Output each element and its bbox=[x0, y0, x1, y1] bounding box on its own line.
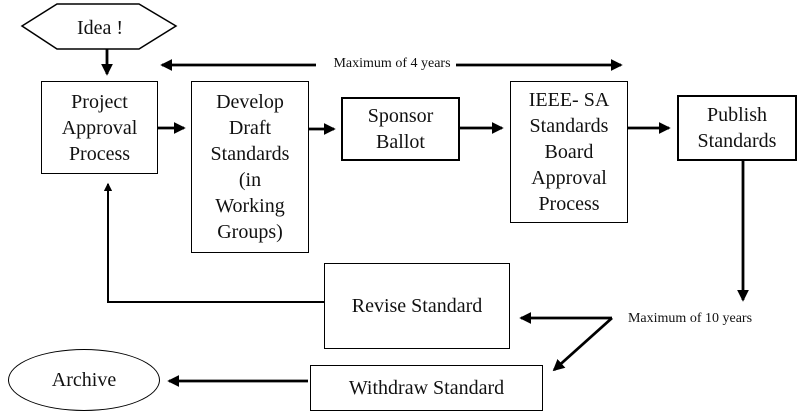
node-label-line: Working bbox=[215, 195, 285, 217]
annotation-max-4-years: Maximum of 4 years bbox=[333, 56, 450, 72]
node-idea-label: Idea ! bbox=[76, 17, 124, 39]
annotation-text: Maximum of 10 years bbox=[627, 311, 753, 326]
node-label-line: Publish bbox=[706, 104, 768, 126]
annotation-text: Maximum of 4 years bbox=[333, 56, 451, 71]
node-develop-draft-standards: Develop Draft Standards (in Working Grou… bbox=[191, 81, 309, 253]
node-revise-standard: Revise Standard bbox=[324, 263, 510, 349]
node-label-line: Archive bbox=[51, 369, 117, 391]
node-label-line: Groups) bbox=[217, 221, 283, 243]
node-project-approval-process: Project Approval Process bbox=[41, 81, 158, 174]
node-label-line: Revise Standard bbox=[351, 295, 483, 317]
node-label-line: Develop bbox=[216, 91, 284, 113]
node-idea: Idea ! bbox=[40, 10, 160, 46]
node-label-line: (in bbox=[238, 169, 262, 191]
node-label-line: Standards bbox=[697, 130, 777, 152]
node-label-line: Project bbox=[71, 90, 128, 113]
node-ieee-sa-board-approval: IEEE- SA Standards Board Approval Proces… bbox=[510, 81, 628, 223]
node-label-line: Sponsor bbox=[367, 105, 434, 127]
node-label-line: Approval bbox=[531, 167, 607, 189]
arrow-revise-return-to-project bbox=[103, 182, 324, 303]
node-label-line: IEEE- SA bbox=[528, 89, 610, 111]
node-publish-standards: Publish Standards bbox=[677, 95, 797, 161]
idea-hexagon-shape bbox=[20, 3, 178, 50]
annotation-max-10-years: Maximum of 10 years bbox=[628, 311, 752, 327]
node-label-line: Withdraw Standard bbox=[348, 377, 505, 399]
node-label-line: Ballot bbox=[376, 131, 425, 153]
node-label-line: Draft bbox=[228, 117, 272, 139]
node-label-line: Board bbox=[544, 141, 594, 163]
node-label-line: Approval bbox=[61, 116, 138, 139]
node-archive: Archive bbox=[8, 349, 160, 411]
node-label-line: Process bbox=[538, 193, 600, 215]
node-withdraw-standard: Withdraw Standard bbox=[310, 365, 543, 411]
node-label-line: Standards bbox=[210, 143, 290, 165]
node-label-line: Standards bbox=[529, 115, 609, 137]
node-sponsor-ballot: Sponsor Ballot bbox=[341, 97, 460, 161]
arrow-max10-to-withdraw bbox=[552, 316, 613, 372]
node-label-line: Process bbox=[68, 142, 131, 165]
